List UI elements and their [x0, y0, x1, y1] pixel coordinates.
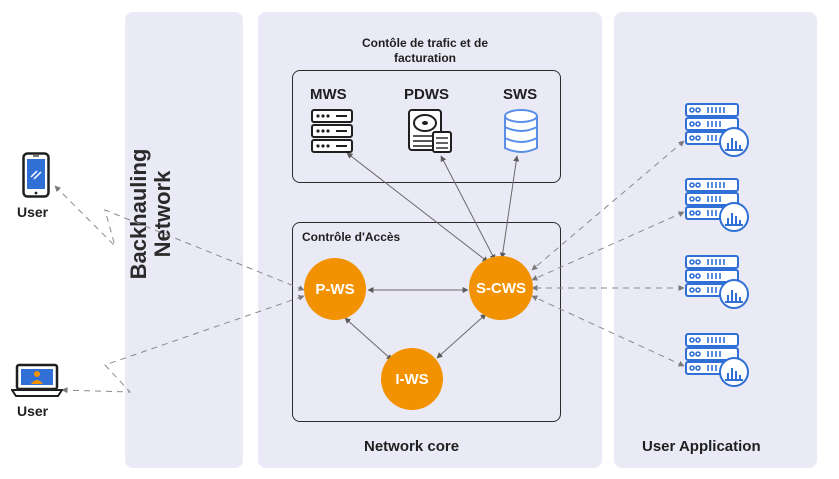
- user-phone-label: User: [17, 204, 49, 220]
- link-app4-scws: [531, 295, 685, 367]
- link-pws-iws: [344, 317, 393, 361]
- user-application-footer: User Application: [642, 438, 761, 455]
- link-mws-scws: [346, 152, 489, 263]
- network-core-footer: Network core: [364, 438, 460, 455]
- pdws-label: PDWS: [404, 86, 449, 103]
- user-laptop-label: User: [17, 403, 49, 419]
- server-rack-icon: [311, 109, 353, 153]
- server-analytics-icon: [685, 255, 749, 309]
- link-scws-iws: [436, 313, 487, 359]
- link-app1-scws: [531, 140, 685, 271]
- link-app2-scws: [531, 211, 685, 281]
- iws-node: I-WS: [381, 348, 443, 410]
- link-phone-pws: [54, 185, 305, 291]
- billing-box-title: Contôle de trafic et de facturation: [361, 36, 489, 65]
- link-sws-scws: [499, 155, 520, 259]
- server-analytics-icon: [685, 178, 749, 232]
- link-laptop-pws: [61, 294, 305, 394]
- laptop-user-icon: [11, 363, 63, 397]
- storage-server-icon: [408, 109, 452, 153]
- scws-node: S-CWS: [469, 256, 533, 320]
- mws-label: MWS: [310, 86, 347, 103]
- server-analytics-icon: [685, 103, 749, 157]
- smartphone-icon: [22, 152, 50, 198]
- sws-label: SWS: [503, 86, 538, 103]
- pws-node: P-WS: [304, 258, 366, 320]
- database-icon: [504, 109, 538, 153]
- link-pdws-scws: [440, 155, 496, 261]
- server-analytics-icon: [685, 333, 749, 387]
